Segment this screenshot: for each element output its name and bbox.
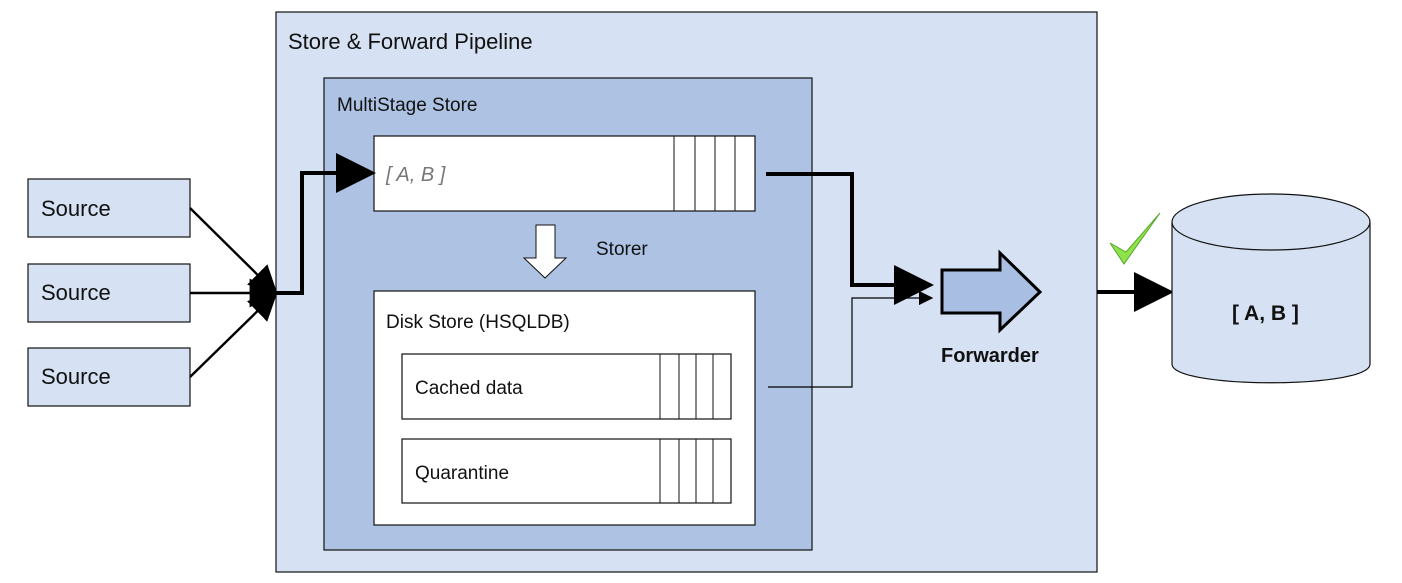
- source-to-pipeline-connector: [189, 207, 278, 295]
- source-box: [27, 263, 191, 323]
- source-to-pipeline-connector: [189, 291, 278, 378]
- queue-box: [373, 135, 756, 212]
- database-cylinder-top: [1171, 193, 1371, 251]
- database-cylinder-body: [1171, 222, 1371, 384]
- source-label: Source: [41, 280, 111, 305]
- source-label: Source: [41, 364, 111, 389]
- pipeline-to-queue-arrow: [276, 153, 376, 295]
- storer-arrow-icon: [522, 224, 568, 279]
- source-box: [27, 347, 191, 407]
- cached-data-label: Cached data: [415, 378, 523, 399]
- queue-to-forwarder-arrow: [766, 172, 934, 305]
- forwarder-arrow-icon: [940, 249, 1043, 334]
- source-label: Source: [41, 196, 111, 221]
- queue-contents: [ A, B ]: [385, 164, 446, 186]
- pipeline-title: Store & Forward Pipeline: [288, 29, 533, 54]
- storer-label: Storer: [596, 239, 648, 260]
- quarantine-box: [401, 438, 732, 504]
- disk-store-title: Disk Store (HSQLDB): [386, 312, 570, 333]
- cached-data-box: [401, 353, 732, 420]
- quarantine-label: Quarantine: [415, 463, 509, 484]
- disk-store-to-forwarder-arrow: [768, 290, 934, 388]
- forwarder-label: Forwarder: [941, 345, 1039, 367]
- source-box: [27, 178, 191, 238]
- multistage-store-title: MultiStage Store: [337, 95, 477, 116]
- check-icon: [1109, 212, 1161, 265]
- database-contents: [ A, B ]: [1232, 302, 1299, 325]
